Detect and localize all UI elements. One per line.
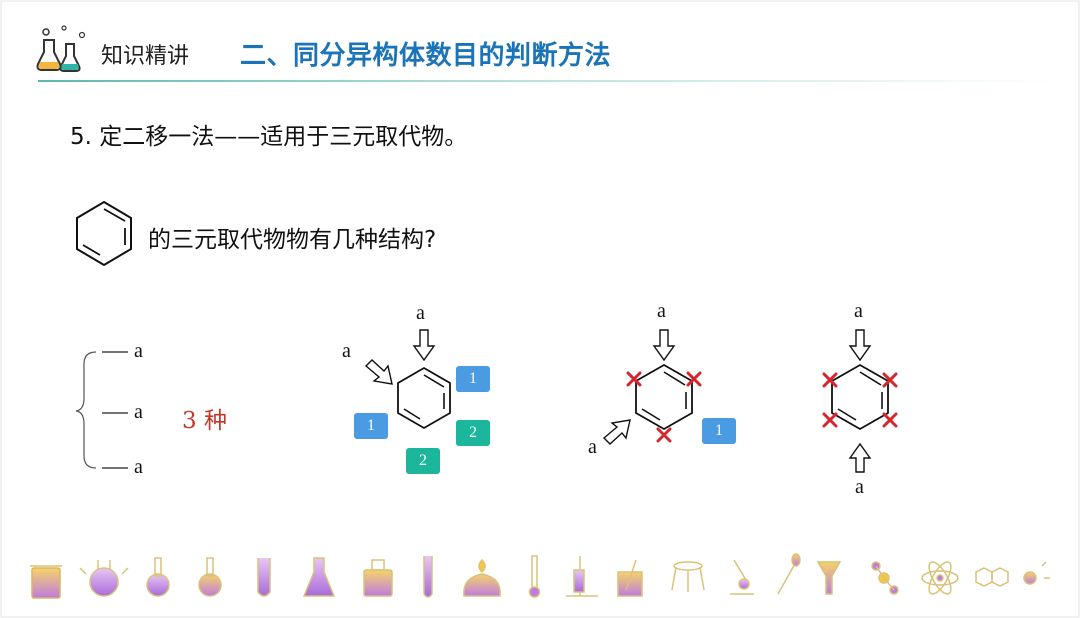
substituent-label: a xyxy=(855,476,864,498)
beaker-with-rod-icon xyxy=(617,559,643,597)
diagonal-arrow-icon xyxy=(364,359,393,385)
position-badge: 2 xyxy=(406,448,440,474)
reagent-bottle-icon xyxy=(363,559,393,597)
question-text: 的三元取代物物有几种结构? xyxy=(148,227,437,253)
header-divider xyxy=(38,80,1058,82)
diagonal-arrow-icon xyxy=(602,419,631,445)
up-arrow-icon xyxy=(848,442,872,473)
substituent-label: a xyxy=(588,436,597,458)
iron-stand-icon xyxy=(566,556,598,597)
thermometer-icon xyxy=(528,555,541,598)
method-description: 5. 定二移一法——适用于三元取代物。 xyxy=(70,124,468,150)
substituent-label: a xyxy=(854,300,863,322)
benzene-diagram-2 xyxy=(602,329,702,445)
atom-icon xyxy=(921,561,959,595)
down-arrow-icon xyxy=(652,329,676,362)
tripod-icon xyxy=(671,561,705,592)
benzene-structure-icon xyxy=(76,200,132,267)
dropper-icon xyxy=(777,553,801,595)
bottom-icon-row xyxy=(30,553,1050,599)
x-mark-icon xyxy=(822,372,898,428)
erlenmeyer-flask-icon xyxy=(302,557,336,597)
x-mark-icon xyxy=(626,371,702,443)
test-tube-icon xyxy=(257,558,271,597)
distillation-flask-icon xyxy=(79,560,129,597)
page-title: 二、同分异构体数目的判断方法 xyxy=(240,41,612,71)
isomer-count: 3 种 xyxy=(182,408,227,434)
section-label: 知识精讲 xyxy=(101,44,190,69)
alcohol-lamp-icon xyxy=(463,558,501,597)
benzene-diagram-1 xyxy=(364,329,451,430)
down-arrow-icon xyxy=(848,329,872,362)
substituent-bracket xyxy=(75,351,128,469)
benzene-rings-icon xyxy=(975,567,1009,587)
test-tube-icon xyxy=(423,556,433,598)
substituent-label: a xyxy=(134,456,143,478)
lab-flasks-logo-icon xyxy=(36,25,86,72)
substituent-label: a xyxy=(416,302,425,324)
funnel-icon xyxy=(816,561,842,595)
position-badge: 2 xyxy=(456,420,490,446)
substituent-label: a xyxy=(134,340,143,362)
position-badge: 1 xyxy=(702,418,736,444)
beaker-icon xyxy=(30,565,62,599)
substituent-label: a xyxy=(657,300,666,322)
substituent-label: a xyxy=(342,340,351,362)
molecule-icon xyxy=(871,561,899,595)
benzene-diagram-3 xyxy=(822,329,898,473)
round-flask-icon xyxy=(198,557,222,597)
sparkle-icon xyxy=(1023,561,1050,585)
substituent-label: a xyxy=(134,401,143,423)
microscope-icon xyxy=(730,559,754,595)
position-badge: 1 xyxy=(354,413,388,439)
round-flask-icon xyxy=(146,557,170,597)
position-badge: 1 xyxy=(456,366,490,392)
down-arrow-icon xyxy=(412,329,436,362)
